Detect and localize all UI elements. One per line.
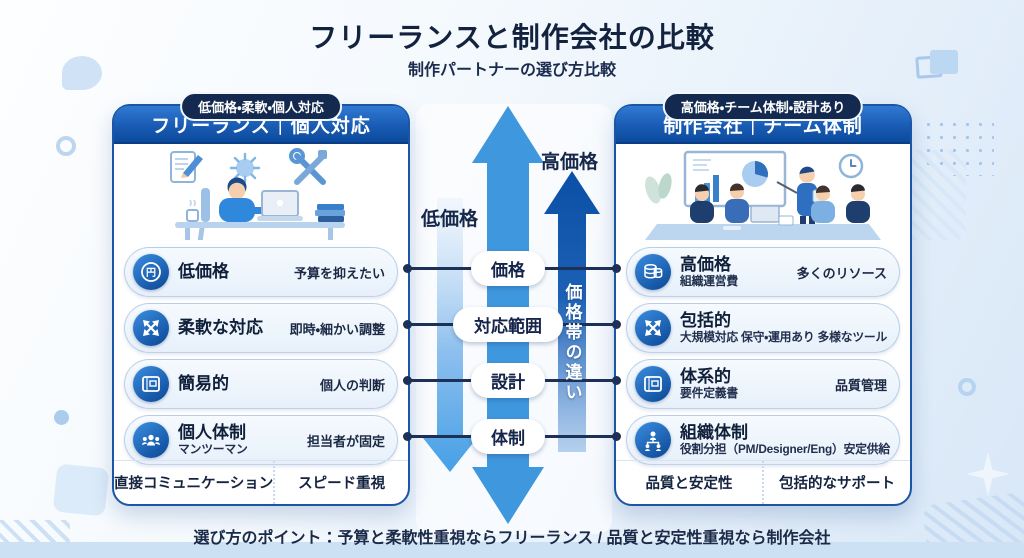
ring-decoration-left xyxy=(56,136,76,156)
page-subtitle: 制作パートナーの選び方比較 xyxy=(407,62,616,79)
item-note: 品質管理 xyxy=(834,377,887,393)
list-item: 柔軟な対応 即時・細かい調整 xyxy=(124,303,398,353)
list-item: 組織体制 役割分担（PM/Designer/Eng）安定供給 xyxy=(626,415,900,465)
connector-dot xyxy=(403,431,412,441)
list-item: 体系的 要件定義書 品質管理 xyxy=(626,359,900,409)
item-title: 包括的 xyxy=(680,311,731,331)
org-chart-icon xyxy=(635,422,671,458)
low-price-label: 低価格 xyxy=(421,209,479,230)
item-title: 低価格 xyxy=(178,262,229,282)
square-decoration-right xyxy=(930,50,958,74)
item-sub: 役割分担（PM/Designer/Eng）安定供給 xyxy=(680,441,890,456)
teardrop-decoration xyxy=(62,56,102,90)
list-item: 高価格 組織運営費 多くのリソース xyxy=(626,247,900,297)
footer-cell: 品質と安定性 xyxy=(645,476,733,492)
item-note: 即時・細かい調整 xyxy=(289,321,385,337)
expand-arrows-icon xyxy=(133,310,169,346)
axis-label-design: 設計 xyxy=(471,362,545,398)
freelance-badge: 低価格・柔軟・個人対応 xyxy=(180,92,342,121)
yen-icon: 円 xyxy=(133,254,169,290)
item-title: 体系的 xyxy=(680,367,731,387)
bottom-band xyxy=(0,542,1024,558)
list-item: 簡易的 個人の判断 xyxy=(124,359,398,409)
axis-label-price: 価格 xyxy=(471,250,545,286)
item-title: 個人体制 xyxy=(178,423,246,443)
sparkle-decoration xyxy=(966,452,1010,496)
footer-cell: 直接コミュニケーション xyxy=(114,476,274,492)
list-item: 円 低価格 予算を抑えたい xyxy=(124,247,398,297)
ring-decoration-right xyxy=(958,378,976,396)
connector-dot xyxy=(403,375,412,385)
blueprint-icon xyxy=(635,366,671,402)
freelance-panel: 低価格・柔軟・個人対応 フリーランス｜個人対応 xyxy=(112,92,410,506)
people-icon xyxy=(133,422,169,458)
company-footer: 品質と安定性 包括的なサポート xyxy=(616,460,910,504)
axis-label-scope: 対応範囲 xyxy=(453,306,563,342)
item-title: 高価格 xyxy=(680,255,731,275)
low-price-arrow xyxy=(423,198,477,472)
connector-dot xyxy=(612,431,621,441)
item-note: 担当者が固定 xyxy=(306,433,385,449)
item-note: 個人の判断 xyxy=(319,377,385,393)
list-item: 個人体制 マンツーマン 担当者が固定 xyxy=(124,415,398,465)
axis-label-structure: 体制 xyxy=(471,418,545,454)
item-sub: 要件定義書 xyxy=(680,385,738,400)
company-panel: 高価格・チーム体制・設計あり 制作会社｜チーム体制 xyxy=(614,92,912,506)
high-price-label: 高価格 xyxy=(541,152,599,173)
footer-cell: 包括的なサポート xyxy=(762,461,910,504)
item-title: 組織体制 xyxy=(680,423,748,443)
selection-point-note: 選び方のポイント：予算と柔軟性重視ならフリーランス / 品質と安定性重視なら制作… xyxy=(193,530,831,547)
square-decoration-left xyxy=(52,463,110,517)
item-sub: マンツーマン xyxy=(178,441,248,456)
connector-dot xyxy=(403,319,412,329)
footer-cell: スピード重視 xyxy=(273,461,408,504)
high-price-arrow xyxy=(544,171,600,452)
connector-dot xyxy=(612,375,621,385)
item-title: 柔軟な対応 xyxy=(178,318,263,338)
connector-dot xyxy=(612,263,621,273)
freelance-items: 円 低価格 予算を抑えたい 柔軟な対応 即時・細かい調整 xyxy=(114,243,408,465)
item-sub: 大規模対応 保守・運用あり 多様なツール xyxy=(680,329,888,344)
freelance-panel-header: フリーランス｜個人対応 xyxy=(114,106,408,144)
item-note: 予算を抑えたい xyxy=(293,265,385,281)
item-title: 簡易的 xyxy=(178,374,229,394)
company-illustration xyxy=(616,144,910,243)
expand-arrows-icon xyxy=(635,310,671,346)
connector-dot xyxy=(612,319,621,329)
page-title: フリーランスと制作会社の比較 xyxy=(309,22,715,53)
company-items: 高価格 組織運営費 多くのリソース 包括的 大規模対応 保守・運用あり 多様なツ… xyxy=(616,243,910,465)
freelance-footer: 直接コミュニケーション スピード重視 xyxy=(114,460,408,504)
item-note: 多くのリソース xyxy=(796,265,887,281)
price-range-vertical-label: 価格帯の違い xyxy=(562,282,582,403)
coins-icon xyxy=(635,254,671,290)
connector-dot xyxy=(403,263,412,273)
blueprint-icon xyxy=(133,366,169,402)
list-item: 包括的 大規模対応 保守・運用あり 多様なツール xyxy=(626,303,900,353)
svg-text:円: 円 xyxy=(146,267,156,279)
item-sub: 組織運営費 xyxy=(680,273,738,288)
company-badge: 高価格・チーム体制・設計あり xyxy=(662,92,864,121)
dot-decoration-left xyxy=(54,410,69,425)
freelancer-illustration xyxy=(114,144,408,243)
